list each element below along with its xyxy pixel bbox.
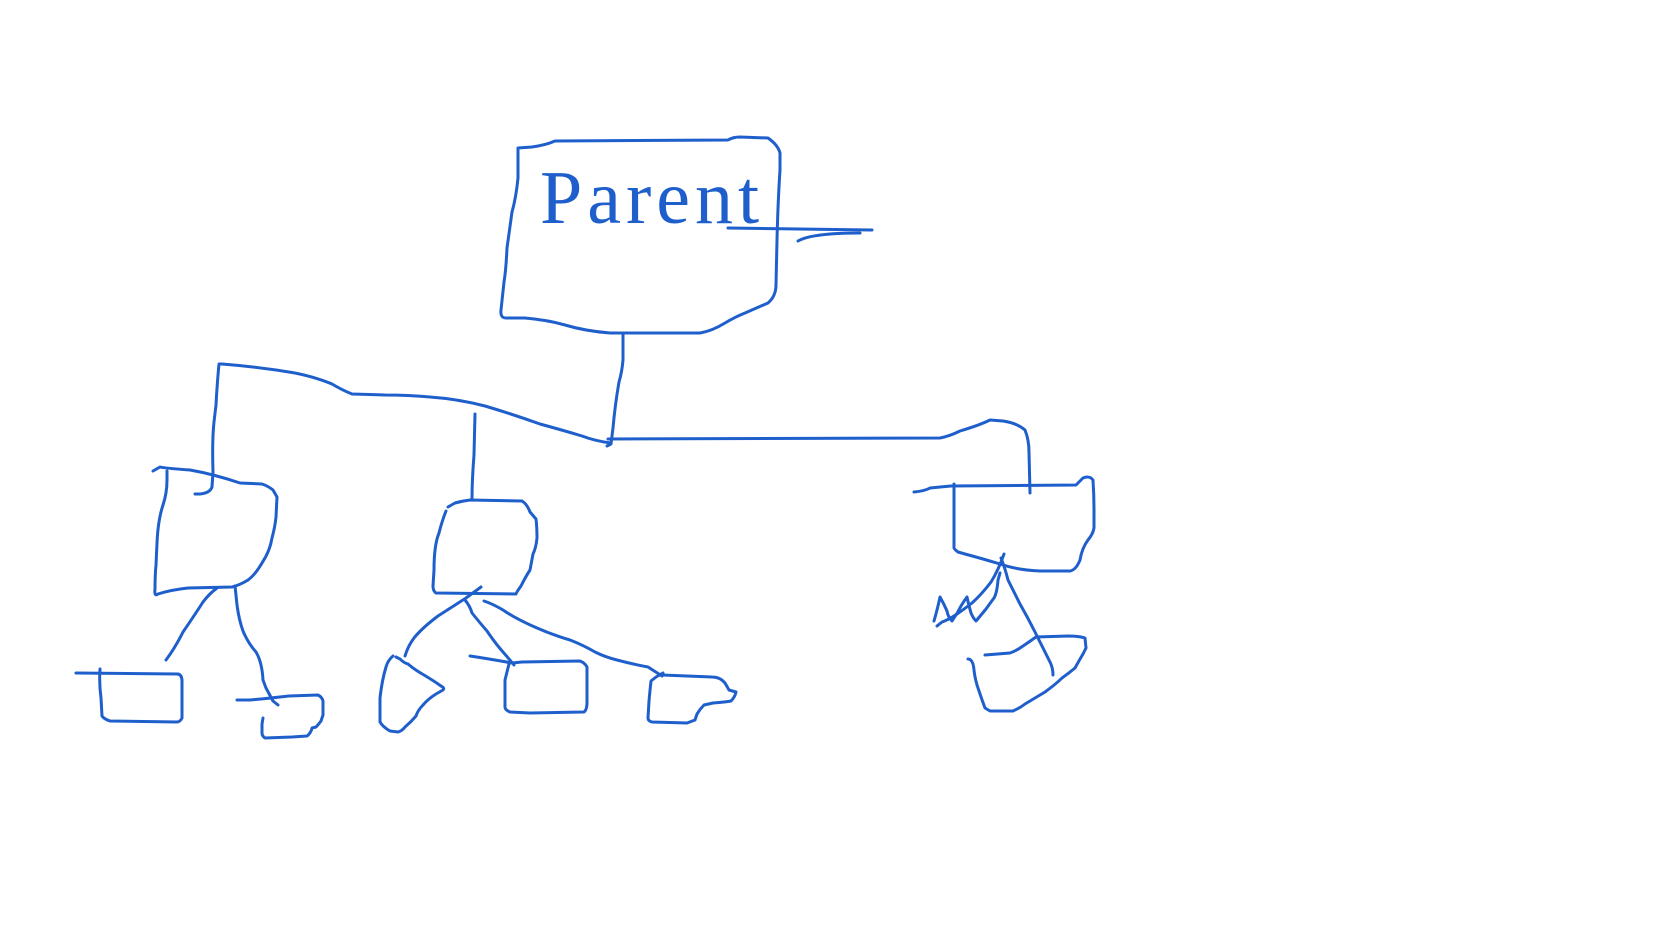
leaf-b1-box — [378, 654, 446, 734]
child-node-c-box — [912, 475, 1096, 573]
parent-connector — [605, 331, 625, 448]
leaf-b2-box — [468, 654, 589, 715]
connector-b-middle — [463, 598, 516, 667]
scribble-mark — [932, 571, 1002, 623]
middle-branch-line — [470, 412, 477, 502]
main-branch-line — [606, 418, 1032, 495]
leaf-c1-box — [966, 634, 1088, 713]
connector-a-right — [233, 584, 280, 707]
parent-extra-stroke — [726, 226, 874, 243]
leaf-b3-box — [646, 671, 738, 725]
child-node-a-box — [151, 465, 279, 597]
leaf-a1-box — [74, 667, 184, 724]
child-node-b-box — [431, 498, 539, 596]
connector-a-left — [164, 586, 219, 662]
parent-node-label: Parent — [540, 156, 765, 240]
connector-b-left — [403, 585, 483, 658]
left-branch-line — [193, 362, 613, 496]
connector-c-right — [999, 556, 1055, 677]
leaf-a2-box — [235, 693, 325, 740]
connector-b-right — [482, 599, 664, 678]
parent-node-box — [499, 135, 782, 335]
